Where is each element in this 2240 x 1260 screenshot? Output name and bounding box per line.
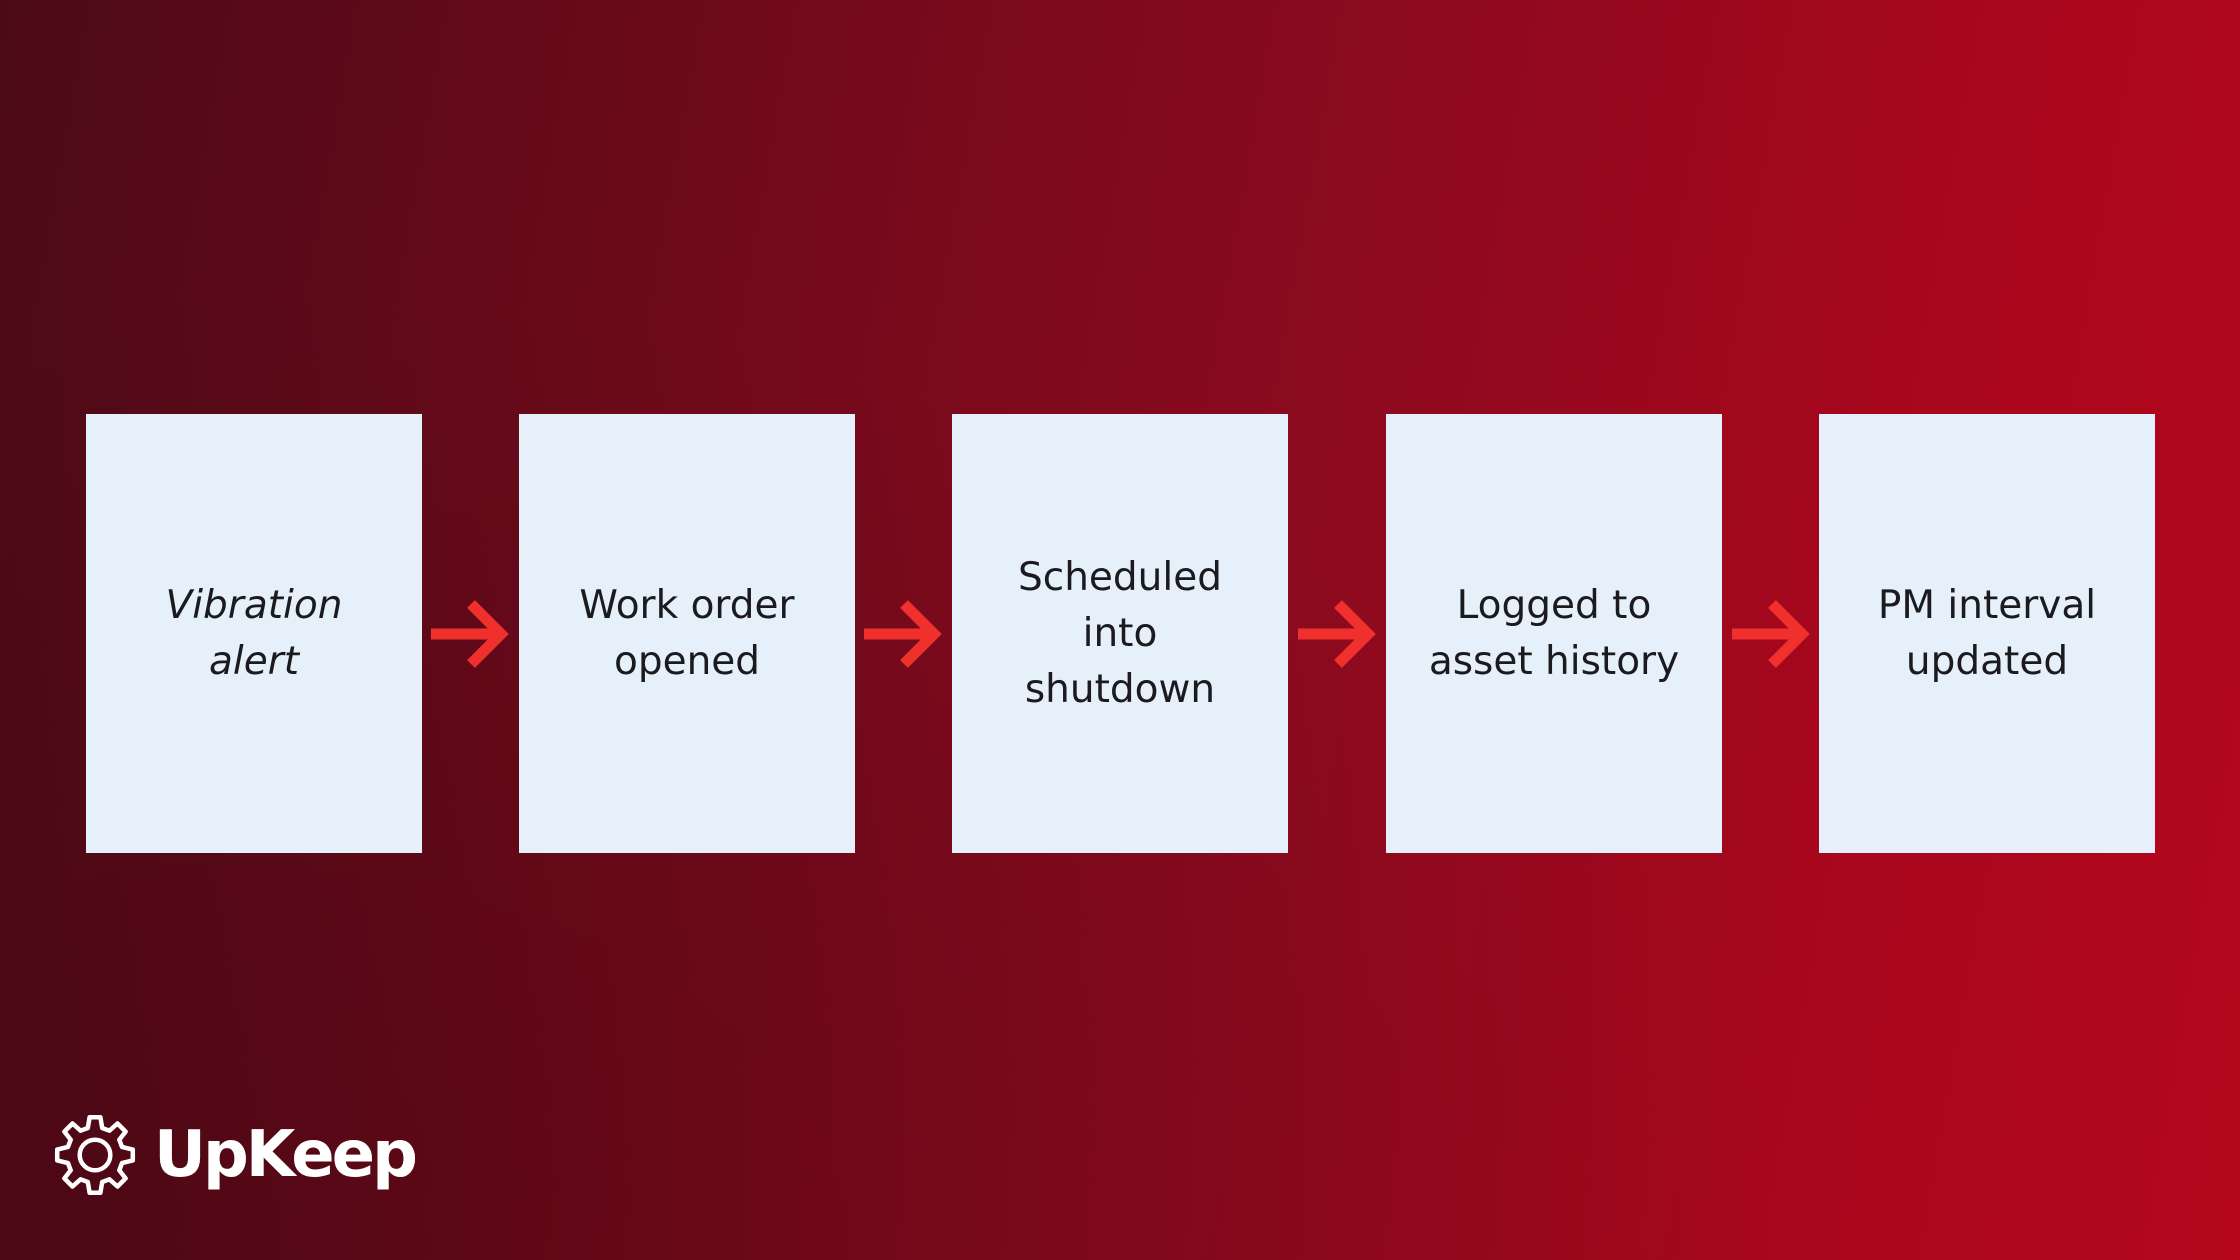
step-box-scheduled-into-shutdown: Scheduled into shutdown (952, 414, 1288, 853)
step-label-work-order-opened: Work order opened (579, 582, 795, 684)
step-box-logged-to-asset-history: Logged to asset history (1386, 414, 1722, 853)
arrow-right-icon (431, 600, 509, 668)
step-label-vibration-alert: Vibration alert (165, 582, 343, 684)
step-box-vibration-alert: Vibration alert (86, 414, 422, 853)
step-box-pm-interval-updated: PM interval updated (1819, 414, 2155, 853)
upkeep-logo: UpKeep (50, 1110, 418, 1200)
arrow-right-icon (864, 600, 942, 668)
arrow-right-icon (1298, 600, 1376, 668)
brand-name: UpKeep (154, 1118, 418, 1192)
arrow-right-icon (1732, 600, 1810, 668)
step-label-scheduled-into-shutdown: Scheduled into shutdown (1018, 554, 1222, 712)
step-box-work-order-opened: Work order opened (519, 414, 855, 853)
step-label-logged-to-asset-history: Logged to asset history (1428, 582, 1680, 684)
gear-icon (54, 1114, 136, 1196)
step-label-pm-interval-updated: PM interval updated (1877, 582, 2097, 684)
